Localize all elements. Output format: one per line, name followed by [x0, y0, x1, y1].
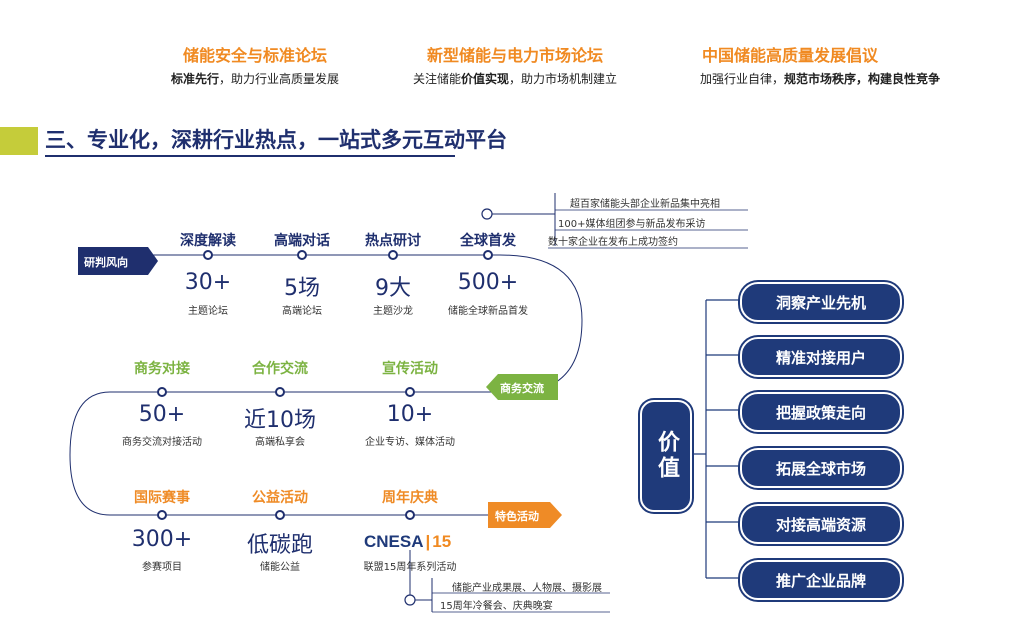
dot-row3-1 — [157, 510, 167, 520]
top-title-3: 中国储能高质量发展倡议 — [701, 46, 878, 65]
flag-research-label: 研判风向 — [84, 256, 128, 269]
notes-top-circle — [481, 208, 493, 220]
cnesa-logo-text: CNESA — [364, 532, 424, 551]
value-item-6: 推广企业品牌 — [740, 560, 902, 600]
flag-special-label: 特色活动 — [495, 510, 539, 523]
row1-note-1: 超百家储能头部企业新品集中亮相 — [570, 199, 720, 210]
row1-big-4: 500+ — [457, 270, 519, 295]
cnesa-logo: CNESA|15 — [364, 532, 452, 551]
row1-note-3: 数十家企业在发布上成功签约 — [548, 237, 678, 248]
row1-big-1: 30+ — [184, 270, 232, 295]
row3-note-2: 15周年冷餐会、庆典晚宴 — [440, 601, 553, 612]
row1-cat-2: 高端对话 — [274, 233, 330, 249]
top-sub-2-rest: ，助力市场机制建立 — [509, 72, 618, 86]
row2-small-1: 商务交流对接活动 — [122, 437, 202, 448]
row3-small-3: 联盟15周年系列活动 — [363, 562, 457, 573]
row2-cat-3: 宣传活动 — [382, 361, 438, 377]
dot-row1-4 — [483, 250, 493, 260]
flag-research-shape — [78, 247, 158, 275]
row1-cat-1: 深度解读 — [180, 233, 236, 249]
value-item-3: 把握政策走向 — [740, 392, 902, 432]
row1-small-3: 主题沙龙 — [373, 306, 413, 317]
notes-bottom-circle — [404, 594, 416, 606]
cnesa-logo-num: 15 — [432, 532, 452, 551]
top-sub-1: 标准先行，助力行业高质量发展 — [150, 70, 360, 87]
row1-small-4: 储能全球新品首发 — [448, 306, 528, 317]
dot-row3-2 — [275, 510, 285, 520]
top-sub-3: 加强行业自律，规范市场秩序，构建良性竞争 — [680, 70, 960, 87]
row1-small-2: 高端论坛 — [282, 306, 322, 317]
row2-small-2: 高端私享会 — [255, 437, 305, 448]
row1-cat-4: 全球首发 — [460, 233, 516, 249]
row1-small-1: 主题论坛 — [188, 306, 228, 317]
top-title-2: 新型储能与电力市场论坛 — [426, 46, 603, 65]
row2-big-3: 10+ — [386, 402, 434, 427]
row3-cat-1: 国际赛事 — [134, 490, 190, 506]
top-sub-2-pre: 关注储能 — [412, 72, 461, 86]
flag-business-label: 商务交流 — [500, 382, 544, 395]
top-sub-3-pre: 加强行业自律， — [699, 72, 784, 86]
dot-row1-3 — [388, 250, 398, 260]
section-title: 三、专业化，深耕行业热点，一站式多元互动平台 — [45, 128, 507, 152]
dot-row1-2 — [297, 250, 307, 260]
section-underline — [45, 155, 455, 157]
curve-left — [69, 391, 111, 516]
value-item-1: 洞察产业先机 — [740, 282, 902, 322]
top-sub-2-bold: 价值实现 — [460, 72, 509, 86]
row2-big-1: 50+ — [138, 402, 186, 427]
row1-big-3: 9大 — [375, 276, 411, 301]
top-title-1: 储能安全与标准论坛 — [182, 46, 327, 65]
row3-big-2: 低碳跑 — [246, 533, 313, 558]
value-item-2: 精准对接用户 — [740, 337, 902, 377]
top-sub-2: 关注储能价值实现，助力市场机制建立 — [400, 70, 630, 87]
top-sub-3-bold: 规范市场秩序，构建良性竞争 — [784, 72, 941, 86]
value-item-4: 拓展全球市场 — [740, 448, 902, 488]
row3-big-1: 300+ — [131, 527, 193, 552]
row2-big-2: 近10场 — [244, 408, 316, 433]
row3-cat-3: 周年庆典 — [382, 490, 438, 506]
row3-note-1: 储能产业成果展、人物展、摄影展 — [452, 583, 602, 594]
row1-cat-3: 热点研讨 — [365, 233, 421, 249]
row1-note-2: 100+媒体组团参与新品发布采访 — [558, 219, 706, 230]
dot-row2-2 — [275, 387, 285, 397]
dot-row2-1 — [157, 387, 167, 397]
row3-small-2: 储能公益 — [260, 562, 300, 573]
dot-row3-3 — [405, 510, 415, 520]
row3-cat-2: 公益活动 — [252, 490, 308, 506]
row2-small-3: 企业专访、媒体活动 — [365, 437, 455, 448]
row2-cat-1: 商务对接 — [134, 361, 190, 377]
flag-business-shape — [486, 374, 558, 400]
value-center: 价值 — [640, 400, 692, 512]
row2-cat-2: 合作交流 — [252, 361, 308, 377]
dot-row2-3 — [405, 387, 415, 397]
row3-small-1: 参赛项目 — [142, 562, 182, 573]
top-sub-1-bold: 标准先行 — [170, 72, 219, 86]
flag-special-shape — [488, 502, 562, 528]
row1-big-2: 5场 — [284, 276, 320, 301]
value-item-5: 对接高端资源 — [740, 504, 902, 544]
section-accent-bar — [0, 127, 38, 155]
top-sub-1-rest: ，助力行业高质量发展 — [219, 72, 340, 86]
dot-row1-1 — [203, 250, 213, 260]
